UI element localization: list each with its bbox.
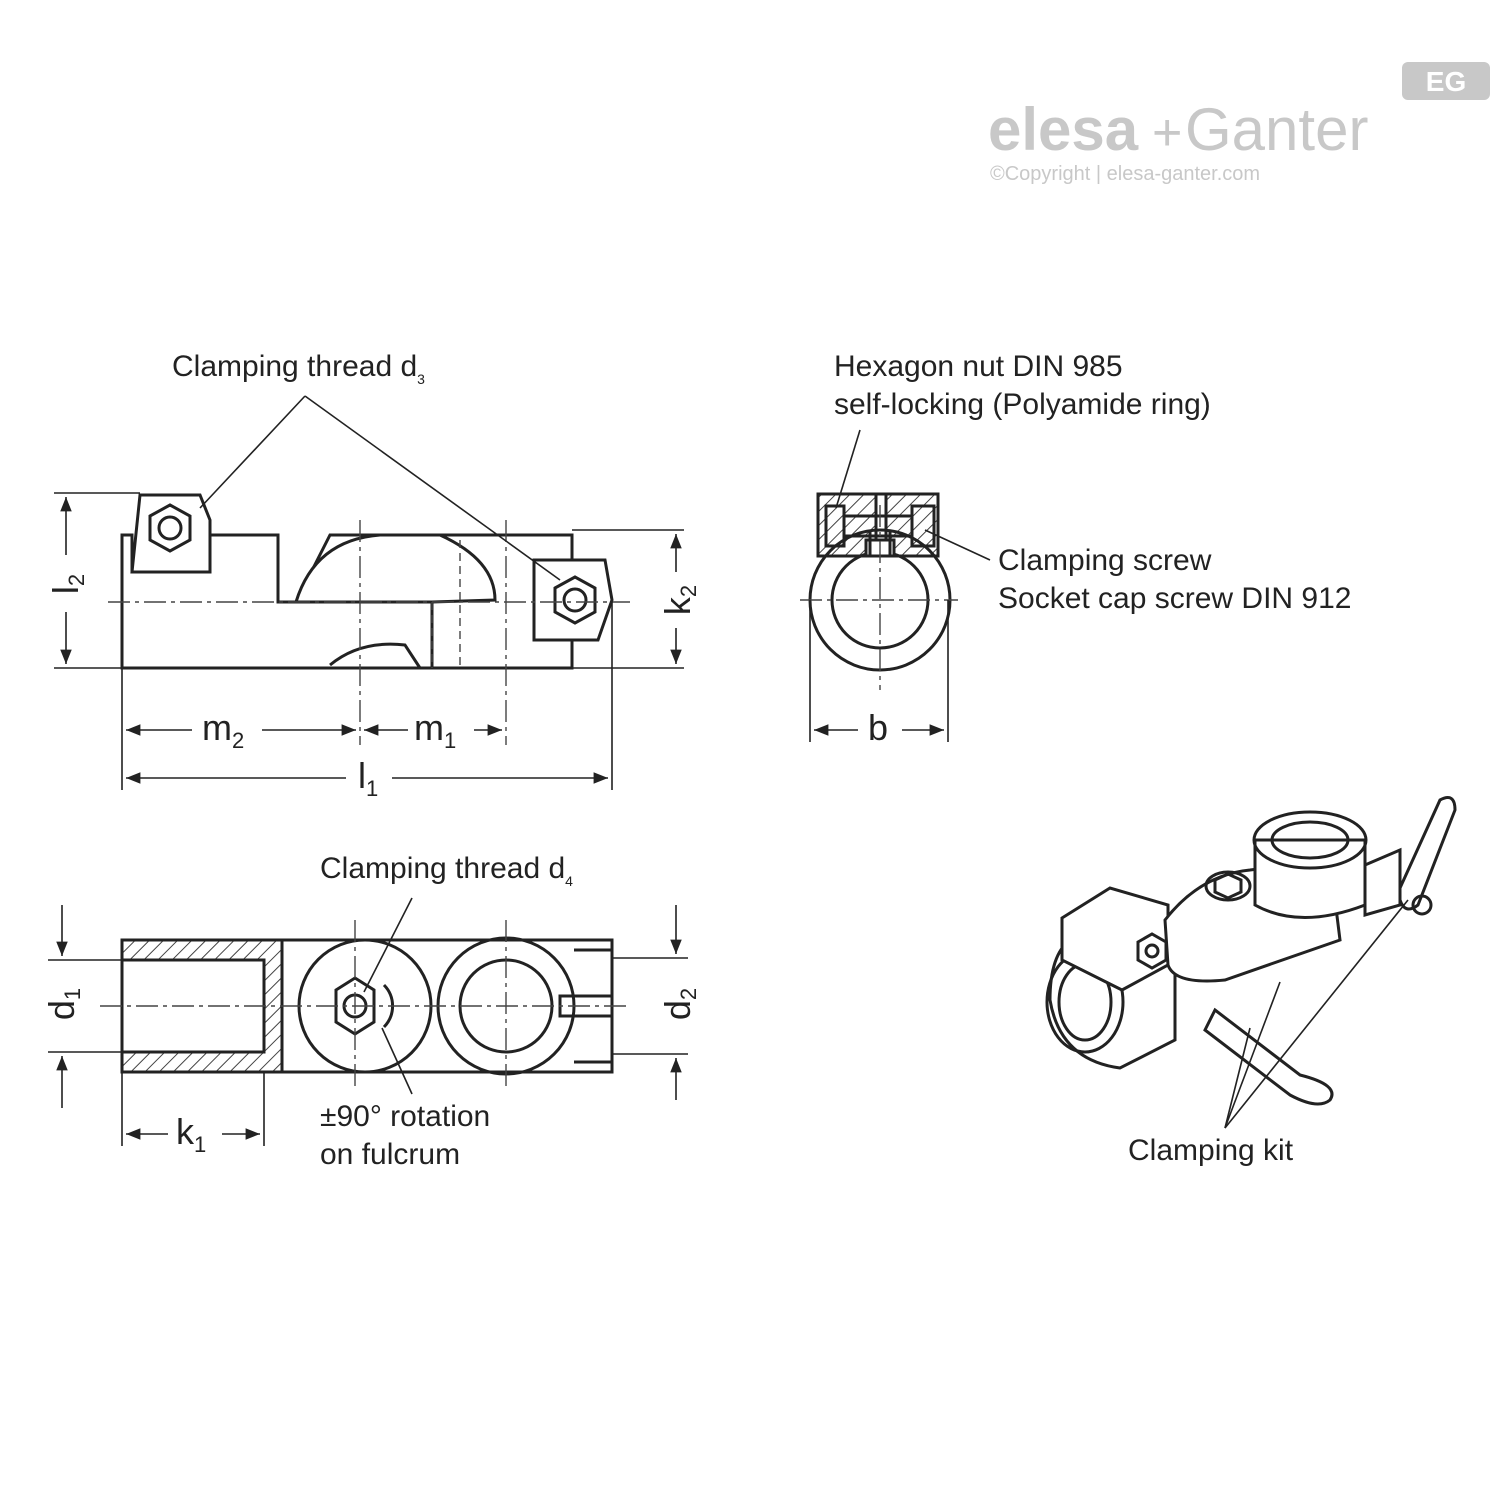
iso-clamp-screw [1144,943,1160,959]
dim-d1-label: d1 [41,988,85,1020]
dim-l1-label: l1 [358,755,378,801]
leader-clamping-screw [924,529,991,561]
end-view: b Hexagon nut DIN 985 self-locking (Poly… [800,350,1351,748]
iso-lever-lower [1203,1007,1334,1106]
label-clamping-kit: Clamping kit [1128,1134,1294,1167]
brand-elesa: elesa [988,96,1139,163]
top-view-body [280,938,614,1074]
label-hexagon-nut: Hexagon nut DIN 985 [834,350,1123,383]
brand-plus: + [1152,104,1182,162]
leader-hexagon-nut [835,429,861,509]
iso-lever-pivot [1411,894,1433,916]
label-hexagon-nut-detail: self-locking (Polyamide ring) [834,388,1211,421]
leader-kit-2 [1224,1027,1251,1129]
leader-kit-3 [1224,899,1409,1129]
brand-badge [1402,62,1490,100]
dim-k1-label: k1 [176,1111,206,1157]
top-view: d1 d2 k1 Clamping thread d4 ±90° rotatio… [41,852,701,1171]
iso-ring-top-outer [1252,810,1368,870]
label-rotation: ±90° rotation [320,1100,490,1133]
isometric-view: Clamping kit [1045,796,1457,1167]
iso-fulcrum-hex [1213,872,1243,900]
dim-m1-label: m1 [414,707,456,753]
brand-ganter: Ganter [1185,96,1368,163]
leader-d4 [363,897,413,993]
label-clamping-thread-d3: Clamping thread d3 [172,350,425,387]
leader-kit-1 [1224,981,1281,1129]
iso-ring-body [1253,838,1367,919]
dim-k2-label: k2 [657,585,701,615]
dim-d2-label: d2 [657,988,701,1020]
label-socket-cap-screw: Socket cap screw DIN 912 [998,582,1351,615]
iso-clamp-hex-nut [1136,932,1168,970]
side-right-nut-housing [532,558,614,642]
iso-ring-top-inner [1270,820,1350,860]
side-fulcrum-cap [293,533,497,604]
label-rotation-fulcrum: on fulcrum [320,1138,460,1171]
end-view-screw-shank [842,514,914,538]
iso-lever-boss [1363,847,1402,917]
side-view: l2 k2 m2 m1 l1 Clamping thread d3 [45,350,701,801]
leader-d3-left [199,395,306,509]
dim-m2-label: m2 [202,707,244,753]
iso-fulcrum-socket [1204,870,1252,902]
side-fulcrum-lower [329,642,422,669]
brand-copyright: ©Copyright | elesa-ganter.com [990,163,1260,185]
side-left-screw [157,515,183,541]
brand-badge-text: EG [1426,66,1466,97]
leader-d3-right [304,395,561,581]
brand-logo: EG elesa + Ganter ©Copyright | elesa-gan… [988,62,1490,185]
label-clamping-thread-d4: Clamping thread d4 [320,852,573,889]
iso-lever-handle [1398,796,1457,911]
side-right-hex-nut [553,575,597,625]
dim-b-label: b [868,707,888,748]
side-right-screw [562,587,588,613]
dim-l2-label: l2 [45,574,89,594]
leader-rotation [381,1027,413,1095]
label-clamping-screw: Clamping screw [998,544,1212,577]
side-left-hex-nut [148,503,192,553]
